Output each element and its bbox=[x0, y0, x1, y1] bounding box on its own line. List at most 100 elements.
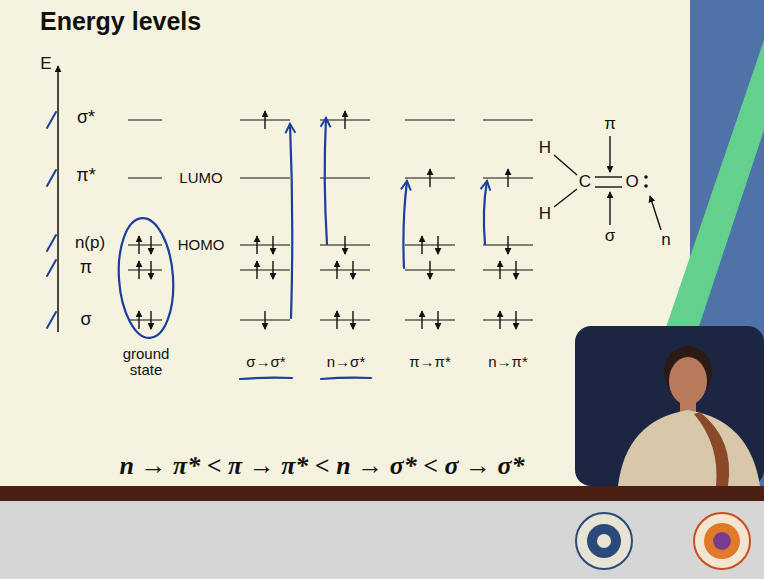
level-line bbox=[483, 119, 533, 120]
formaldehyde bbox=[554, 136, 661, 230]
column-label: ground state bbox=[115, 346, 177, 378]
bond-label: σ bbox=[605, 227, 616, 246]
pi-pointer bbox=[609, 136, 610, 172]
logo-center bbox=[713, 532, 731, 550]
transition-arrow bbox=[403, 181, 407, 268]
sigma-bond bbox=[595, 186, 622, 187]
ch-bond bbox=[554, 189, 577, 207]
electron-up bbox=[138, 261, 139, 279]
annotations bbox=[115, 118, 487, 379]
level-line bbox=[240, 269, 290, 270]
level-line bbox=[240, 244, 290, 245]
electron-down bbox=[150, 236, 151, 254]
blue-tick bbox=[47, 112, 56, 128]
footer bbox=[0, 501, 764, 579]
lone-pair-dot bbox=[644, 175, 648, 179]
bond-label: π bbox=[604, 115, 616, 134]
electron-down bbox=[150, 311, 151, 329]
electron-up bbox=[429, 169, 430, 187]
slide-title: Energy levels bbox=[40, 8, 201, 36]
level-line bbox=[405, 319, 455, 320]
level-line bbox=[240, 177, 290, 178]
n-pointer bbox=[650, 196, 661, 230]
electron-down bbox=[352, 311, 353, 329]
atom-label: O bbox=[625, 173, 638, 192]
level-line bbox=[483, 319, 533, 320]
underline bbox=[240, 378, 292, 379]
level-lines bbox=[128, 120, 533, 320]
sigma-pointer bbox=[609, 192, 610, 225]
electron-up bbox=[336, 261, 337, 279]
electron-down bbox=[150, 261, 151, 279]
level-label: π* bbox=[76, 166, 95, 186]
level-line bbox=[405, 119, 455, 120]
level-line bbox=[128, 177, 162, 178]
saree-border bbox=[694, 412, 729, 486]
electron-down bbox=[429, 261, 430, 279]
level-line bbox=[483, 269, 533, 270]
level-label: n(p) bbox=[75, 234, 105, 253]
underline bbox=[321, 378, 371, 379]
level-line bbox=[128, 244, 162, 245]
electron-up bbox=[499, 261, 500, 279]
electron-down bbox=[515, 261, 516, 279]
video-inset bbox=[575, 326, 764, 486]
atom-label: C bbox=[579, 173, 591, 192]
level-line bbox=[405, 244, 455, 245]
logo-inner bbox=[587, 524, 621, 558]
saree bbox=[618, 410, 760, 486]
atom-label: H bbox=[539, 139, 551, 158]
electron-down bbox=[272, 261, 273, 279]
level-line bbox=[320, 269, 370, 270]
pi-bond bbox=[595, 176, 622, 177]
electron-up bbox=[421, 311, 422, 329]
level-line bbox=[320, 177, 370, 178]
electron-down bbox=[272, 236, 273, 254]
level-line bbox=[128, 319, 162, 320]
orbital-tag: LUMO bbox=[179, 170, 222, 187]
energy-axis bbox=[57, 66, 59, 332]
electron-down bbox=[264, 311, 265, 329]
electron-down bbox=[344, 236, 345, 254]
ch-bond bbox=[554, 155, 577, 175]
electron-up bbox=[336, 311, 337, 329]
level-line bbox=[320, 319, 370, 320]
electron-down bbox=[437, 236, 438, 254]
logo-inner bbox=[704, 523, 740, 559]
transition-arrow bbox=[484, 181, 487, 244]
level-label: π bbox=[80, 258, 92, 278]
electron-down bbox=[352, 261, 353, 279]
level-label: σ* bbox=[77, 108, 95, 128]
electron-down bbox=[507, 236, 508, 254]
orbital-tag: HOMO bbox=[178, 237, 225, 254]
level-ticks bbox=[47, 112, 56, 328]
electron-up bbox=[421, 236, 422, 254]
electron-up bbox=[507, 169, 508, 187]
blue-tick bbox=[47, 312, 56, 328]
lone-pair-dot bbox=[644, 184, 648, 188]
logo bbox=[576, 513, 632, 569]
logo-center bbox=[597, 534, 611, 548]
ground-state-circle bbox=[115, 216, 177, 339]
transition-label: σ→σ* bbox=[246, 354, 285, 371]
electrons bbox=[139, 111, 516, 329]
transition-arrow bbox=[325, 118, 327, 244]
electron-up bbox=[256, 261, 257, 279]
level-label: σ bbox=[80, 310, 91, 330]
transition-label: n→σ* bbox=[327, 354, 365, 371]
logo bbox=[694, 513, 750, 569]
electron-down bbox=[437, 311, 438, 329]
transition-label: n→π* bbox=[488, 354, 528, 371]
level-line bbox=[128, 119, 162, 120]
electron-up bbox=[256, 236, 257, 254]
level-line bbox=[128, 269, 162, 270]
energy-order: n → π* < π → π* < n → σ* < σ → σ* bbox=[120, 452, 525, 481]
electron-up bbox=[344, 111, 345, 129]
electron-down bbox=[515, 311, 516, 329]
blue-tick bbox=[47, 170, 56, 186]
bottom-bar bbox=[0, 486, 764, 501]
atom-label: H bbox=[539, 205, 551, 224]
face bbox=[669, 357, 707, 405]
